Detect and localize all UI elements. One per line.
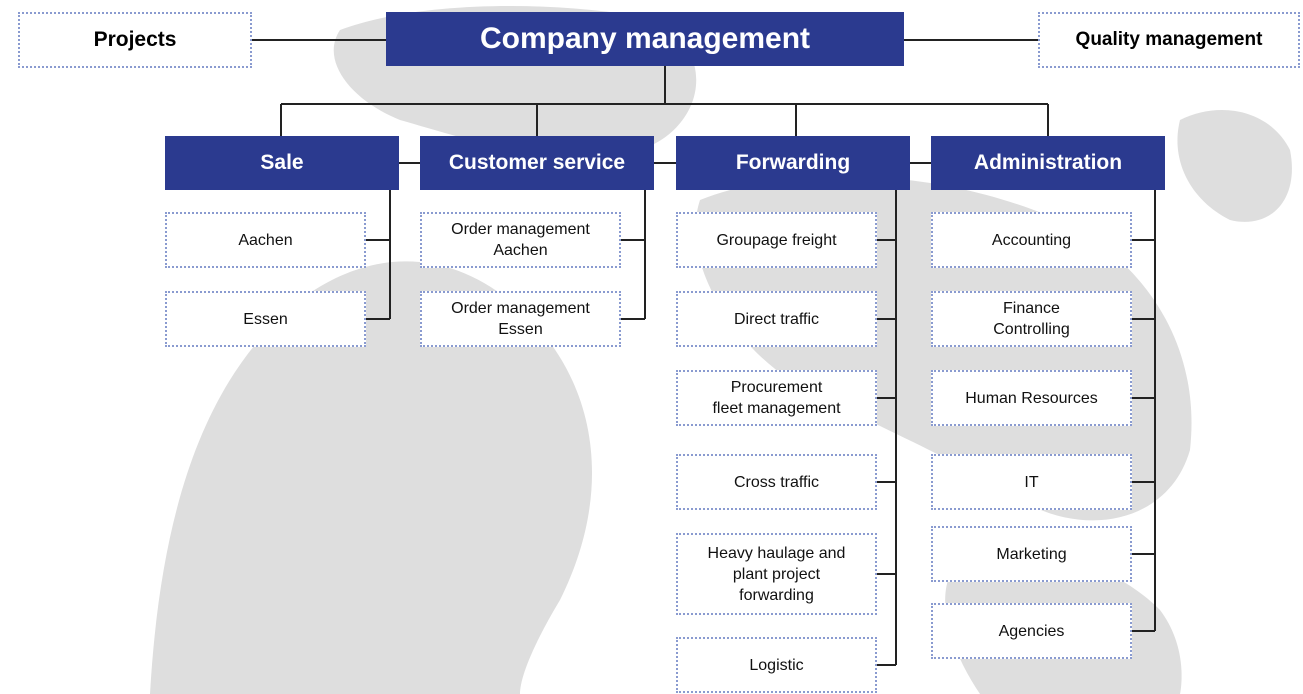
sub-box-administration-4: IT bbox=[931, 454, 1132, 510]
projects-box: Projects bbox=[18, 12, 252, 68]
sub-box-administration-2: Finance Controlling bbox=[931, 291, 1132, 347]
sub-box-forwarding-2: Direct traffic bbox=[676, 291, 877, 347]
sub-box-administration-1: Accounting bbox=[931, 212, 1132, 268]
dept-customer-service: Customer service bbox=[420, 136, 654, 190]
sub-box-forwarding-3: Procurement fleet management bbox=[676, 370, 877, 426]
sub-box-sale-2: Essen bbox=[165, 291, 366, 347]
dept-administration: Administration bbox=[931, 136, 1165, 190]
dept-sale: Sale bbox=[165, 136, 399, 190]
sub-box-administration-5: Marketing bbox=[931, 526, 1132, 582]
sub-box-sale-1: Aachen bbox=[165, 212, 366, 268]
sub-box-customer-service-2: Order management Essen bbox=[420, 291, 621, 347]
dept-forwarding: Forwarding bbox=[676, 136, 910, 190]
sub-box-administration-3: Human Resources bbox=[931, 370, 1132, 426]
quality-management-box: Quality management bbox=[1038, 12, 1300, 68]
sub-box-forwarding-1: Groupage freight bbox=[676, 212, 877, 268]
sub-box-forwarding-6: Logistic bbox=[676, 637, 877, 693]
company-management-box: Company management bbox=[386, 12, 904, 66]
sub-box-forwarding-5: Heavy haulage and plant project forwardi… bbox=[676, 533, 877, 615]
sub-box-administration-6: Agencies bbox=[931, 603, 1132, 659]
sub-box-forwarding-4: Cross traffic bbox=[676, 454, 877, 510]
sub-box-customer-service-1: Order management Aachen bbox=[420, 212, 621, 268]
